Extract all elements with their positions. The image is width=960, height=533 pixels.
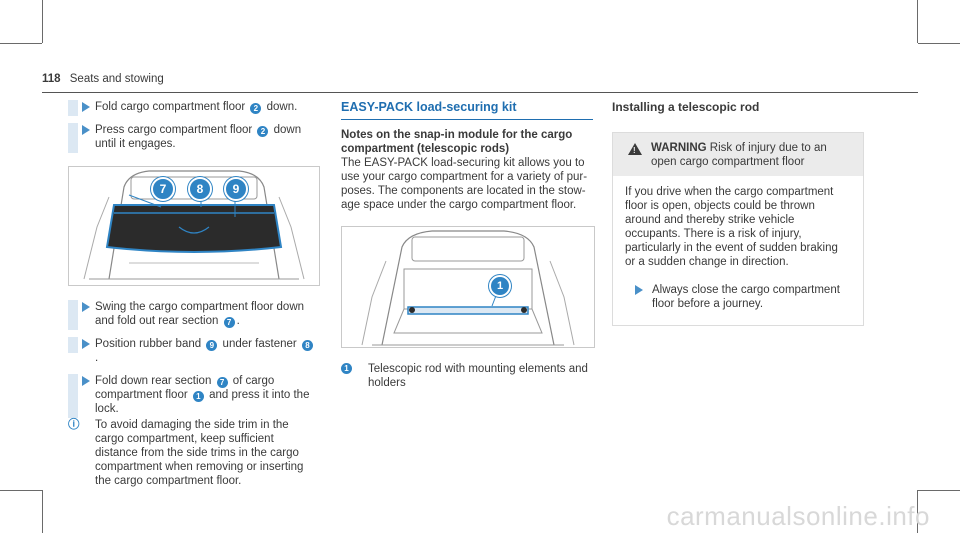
step-position-band: Position rubber band 9 under fastener 8.: [68, 337, 318, 365]
column-left: Fold cargo compartment floor 2 down. Pre…: [68, 100, 320, 488]
warning-label: WARNING: [651, 142, 707, 154]
step-close-floor: Always close the cargo compartment floor…: [625, 283, 851, 311]
info-icon: ⓘ: [68, 419, 80, 431]
crop-mark: [0, 43, 42, 44]
cargo-floor-figure: 7 8 9: [68, 166, 320, 286]
step-swing-floor: Swing the cargo compartment floor down a…: [68, 300, 318, 330]
step-fold-rear: Fold down rear section 7 of cargo compar…: [68, 374, 318, 418]
arrow-icon: [635, 285, 643, 295]
crop-mark: [917, 490, 918, 533]
cargo-rod-illustration: [361, 230, 575, 346]
column-right: Installing a telescopic rod ! WARNING Ri…: [612, 100, 864, 326]
header-rule: [42, 92, 918, 93]
arrow-icon: [82, 102, 90, 112]
callout-badge: 7: [216, 377, 228, 388]
crop-mark: [42, 0, 43, 43]
callout-badge: 8: [301, 340, 313, 351]
arrow-icon: [82, 302, 90, 312]
step-fold-floor: Fold cargo compartment floor 2 down.: [68, 100, 318, 116]
step-bar: [68, 337, 78, 353]
callout-7: 7: [151, 177, 175, 201]
info-note: ⓘ To avoid damaging the side trim in the…: [68, 419, 304, 487]
crop-mark: [917, 0, 918, 43]
warning-header: ! WARNING Risk of injury due to an open …: [613, 133, 863, 176]
section-heading: EASY-PACK load-securing kit: [341, 100, 593, 120]
warning-box: ! WARNING Risk of injury due to an open …: [612, 132, 864, 326]
crop-mark: [0, 490, 42, 491]
step-bar: [68, 374, 78, 418]
warning-icon: [628, 143, 642, 155]
callout-badge: 1: [192, 391, 204, 402]
warning-headline: Risk of injury due to an open cargo comp…: [651, 142, 827, 168]
step-bar: [68, 123, 78, 153]
section-heading: Installing a telescopic rod: [612, 100, 760, 114]
step-press-floor: Press cargo compartment floor 2 down unt…: [68, 123, 318, 153]
watermark: carmanualsonline.info: [666, 501, 930, 531]
callout-badge: 7: [223, 317, 235, 328]
telescopic-rod-figure: 1: [341, 226, 595, 348]
callout-badge: 2: [250, 103, 262, 114]
callout-1: 1: [489, 275, 511, 297]
page-header: 118 Seats and stowing: [42, 72, 164, 86]
step-bar: [68, 100, 78, 116]
crop-mark: [918, 490, 960, 491]
callout-8: 8: [188, 177, 212, 201]
callout-badge: 9: [206, 340, 218, 351]
arrow-icon: [82, 376, 90, 386]
page-number: 118: [42, 73, 61, 85]
arrow-icon: [82, 125, 90, 135]
body-text: The EASY-PACK load-securing kit allows y…: [341, 157, 588, 211]
column-middle: EASY-PACK load-securing kit Notes on the…: [341, 100, 595, 390]
figure-caption: 1 Telescopic rod with mounting elements …: [341, 362, 593, 390]
crop-mark: [918, 43, 960, 44]
crop-mark: [42, 490, 43, 533]
cargo-illustration: [83, 170, 305, 280]
step-bar: [68, 300, 78, 330]
subsection-heading: Notes on the snap-in module for the carg…: [341, 129, 573, 155]
arrow-icon: [82, 339, 90, 349]
caption-badge: 1: [341, 363, 352, 374]
warning-body: If you drive when the cargo compartment …: [613, 176, 863, 325]
callout-9: 9: [224, 177, 248, 201]
callout-badge: 2: [257, 126, 269, 137]
section-title: Seats and stowing: [69, 73, 164, 85]
